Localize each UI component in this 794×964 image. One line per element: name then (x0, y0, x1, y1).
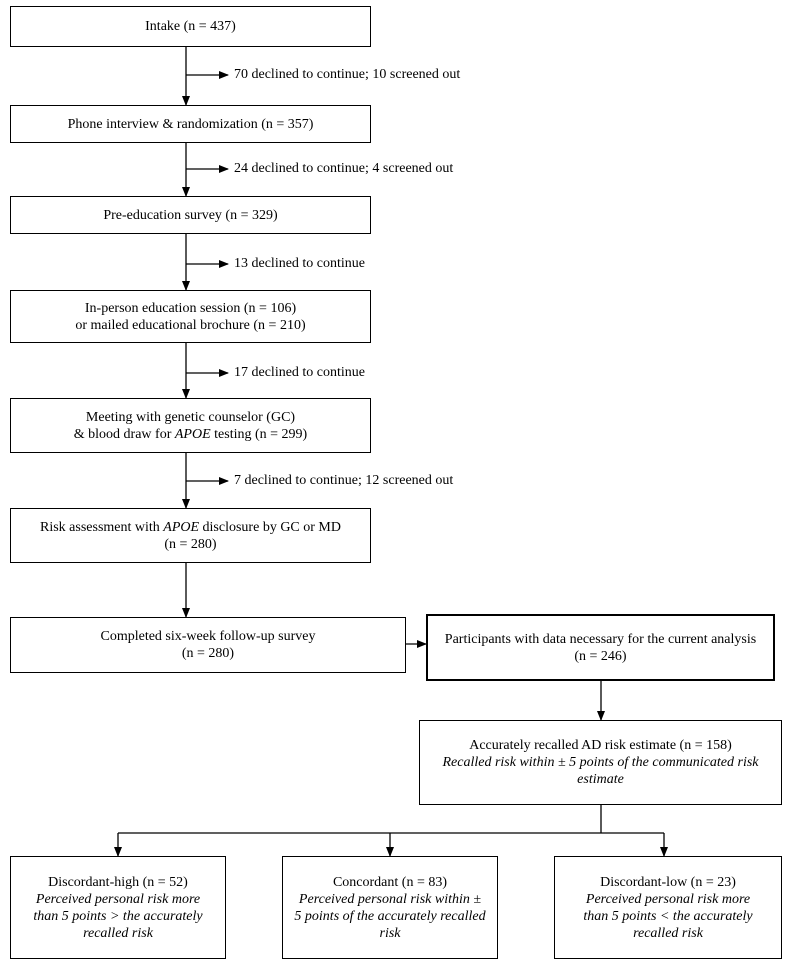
education-exit-note: 17 declined to continue (234, 365, 366, 380)
concordant-desc-2: 5 points of the accurately recalled (294, 908, 486, 924)
pre-education-label: Pre-education survey (n = 329) (103, 207, 278, 223)
phone-interview-box: Phone interview & randomization (n = 357… (10, 105, 371, 143)
education-line-2: or mailed educational brochure (n = 210) (75, 317, 306, 333)
concordant-box: Concordant (n = 83) Perceived personal r… (282, 856, 498, 959)
phone-interview-label: Phone interview & randomization (n = 357… (67, 116, 314, 132)
education-box: In-person education session (n = 106) or… (10, 290, 371, 343)
pre-education-exit-note: 13 declined to continue (234, 256, 366, 271)
pre-education-box: Pre-education survey (n = 329) (10, 196, 371, 234)
analysis-line-2: (n = 246) (574, 648, 627, 664)
intake-label: Intake (n = 437) (145, 19, 236, 34)
risk-line-1: Risk assessment with APOE disclosure by … (40, 519, 341, 536)
gc-line-2: & blood draw for APOE testing (n = 299) (74, 426, 307, 443)
risk-gene-name: APOE (163, 519, 200, 535)
discordant-high-box: Discordant-high (n = 52) Perceived perso… (10, 856, 226, 959)
education-line-1: In-person education session (n = 106) (84, 300, 297, 316)
recalled-risk-box: Accurately recalled AD risk estimate (n … (419, 720, 782, 805)
risk-line-2: (n = 280) (164, 536, 217, 552)
discordant-high-title: Discordant-high (n = 52) (48, 874, 188, 890)
followup-line-1: Completed six-week follow-up survey (100, 629, 316, 644)
discordant-low-desc-1: Perceived personal risk more (585, 891, 751, 907)
recalled-line-1: Accurately recalled AD risk estimate (n … (469, 738, 732, 753)
discordant-high-desc-2: than 5 points > the accurately (33, 908, 203, 924)
gc-line-1: Meeting with genetic counselor (GC) (85, 409, 296, 425)
discordant-low-desc-2: than 5 points < the accurately (583, 908, 753, 924)
discordant-low-title: Discordant-low (n = 23) (600, 874, 736, 890)
gc-exit-note: 7 declined to continue; 12 screened out (234, 473, 454, 488)
gc-gene-name: APOE (174, 426, 211, 442)
genetic-counselor-box: Meeting with genetic counselor (GC) & bl… (10, 398, 371, 453)
concordant-desc-1: Perceived personal risk within ± (298, 891, 482, 907)
discordant-high-desc-3: recalled risk (83, 925, 153, 941)
intake-box: Intake (n = 437) (10, 6, 371, 47)
discordant-high-desc-1: Perceived personal risk more (35, 891, 201, 907)
gc-line-2-pre: & blood draw for (73, 426, 175, 442)
analysis-line-1: Participants with data necessary for the… (444, 631, 757, 647)
risk-assessment-box: Risk assessment with APOE disclosure by … (10, 508, 371, 563)
intake-exit-note: 70 declined to continue; 10 screened out (234, 67, 461, 82)
discordant-low-desc-3: recalled risk (633, 925, 703, 941)
phone-exit-note: 24 declined to continue; 4 screened out (234, 161, 454, 176)
gc-line-2-post: testing (n = 299) (210, 426, 308, 442)
discordant-low-box: Discordant-low (n = 23) Perceived person… (554, 856, 782, 959)
recalled-line-2: Recalled risk within ± 5 points of the c… (442, 755, 759, 770)
concordant-desc-3: risk (379, 925, 401, 941)
risk-line-1-pre: Risk assessment with (40, 519, 164, 535)
followup-line-2: (n = 280) (181, 646, 235, 661)
concordant-title: Concordant (n = 83) (332, 874, 448, 890)
risk-line-1-post: disclosure by GC or MD (199, 519, 341, 535)
followup-survey-box: Completed six-week follow-up survey (n =… (10, 617, 406, 673)
recalled-line-3: estimate (577, 772, 624, 787)
current-analysis-box: Participants with data necessary for the… (426, 614, 775, 681)
